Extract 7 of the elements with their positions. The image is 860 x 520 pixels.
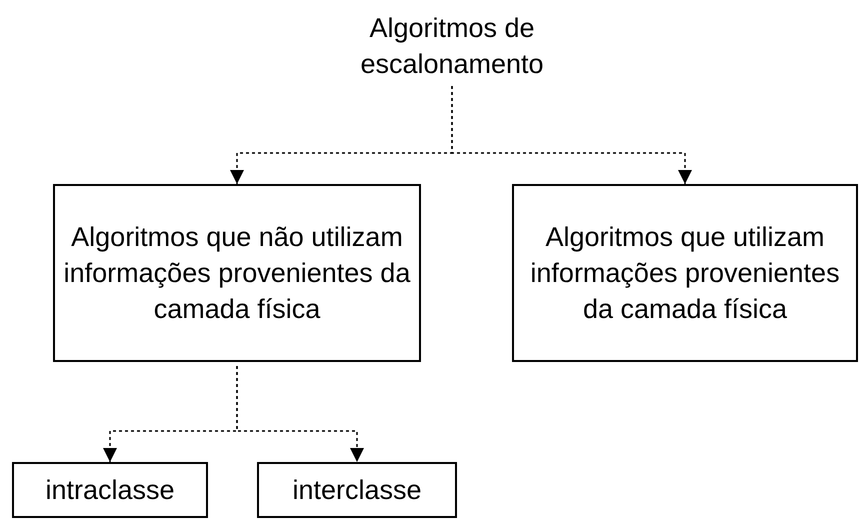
process-box: interclasse: [257, 462, 457, 518]
dashed-arrow: [236, 366, 364, 462]
process-box: Algoritmos que utilizam informações provenientes da camada física: [512, 184, 858, 362]
root-label: Algoritmos de escalonamento: [332, 10, 572, 82]
process-box: Algoritmos que não utilizam informações provenientes da camada física: [53, 184, 421, 362]
process-box: intraclasse: [12, 462, 208, 518]
dashed-arrow: [451, 86, 692, 184]
